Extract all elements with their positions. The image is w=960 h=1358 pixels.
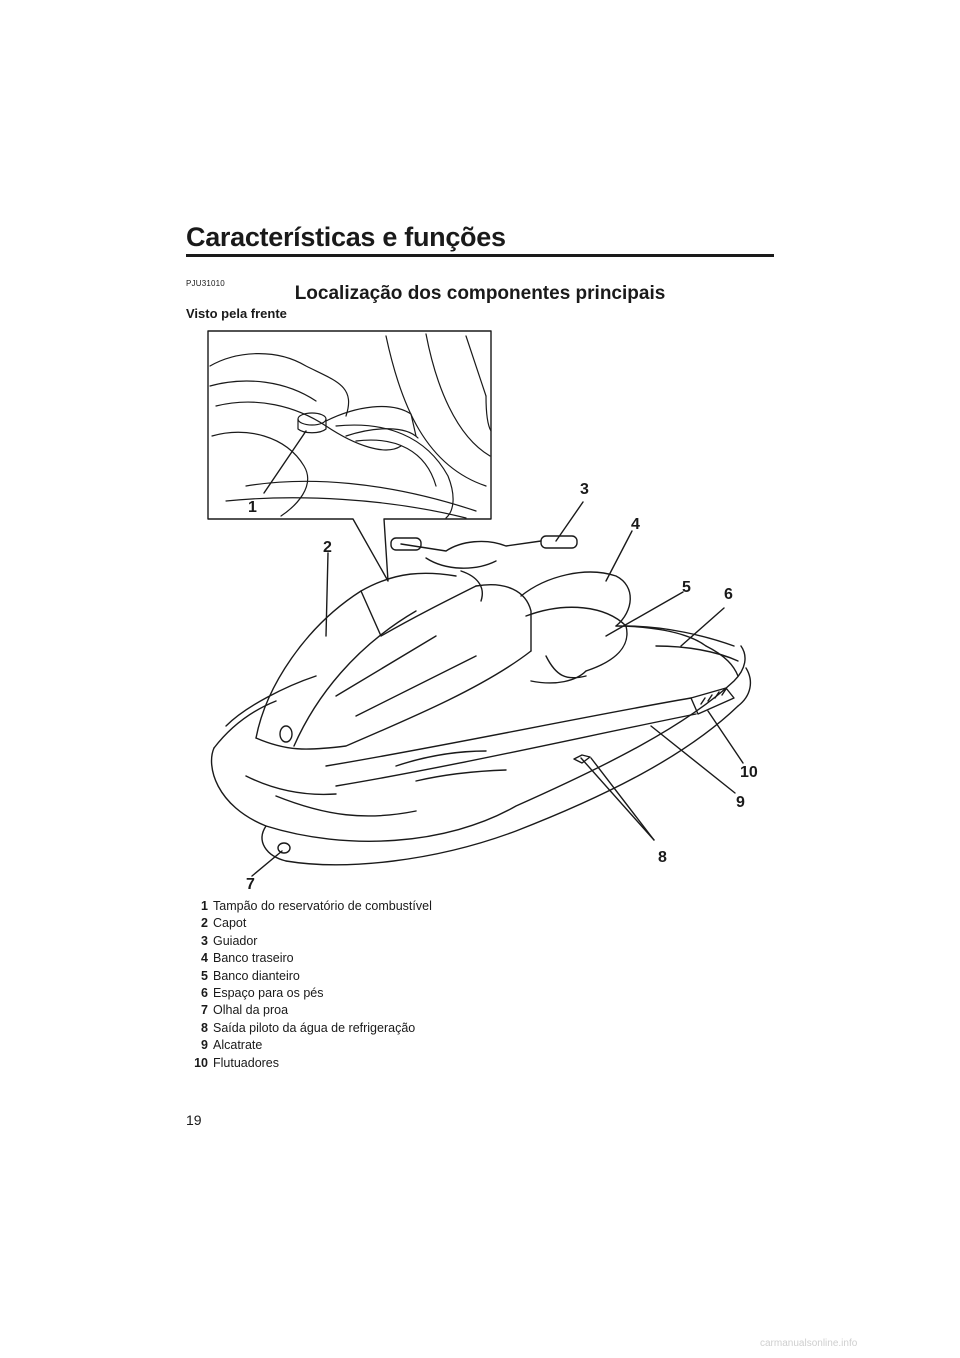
view-subtitle: Visto pela frente (186, 306, 287, 321)
leader-7 (251, 850, 283, 877)
legend-label: Espaço para os pés (213, 985, 324, 1000)
legend-item: 4 Banco traseiro (186, 950, 432, 967)
hull-lines-2 (395, 750, 507, 782)
legend-label: Capot (213, 916, 247, 931)
legend-item: 9 Alcatrate (186, 1037, 432, 1054)
legend-number: 1 (201, 899, 208, 913)
hood-outline (255, 572, 532, 750)
legend-label: Tampão do reservatório de combustível (213, 899, 432, 913)
legend-item: 5 Banco dianteiro (186, 968, 432, 985)
leader-5 (605, 591, 684, 637)
leader-8a (580, 757, 655, 841)
bow-eye (277, 842, 291, 854)
callout-2: 2 (323, 539, 332, 556)
legend-number: 10 (194, 1055, 208, 1070)
leader-4 (605, 530, 633, 582)
callout-7: 7 (246, 876, 255, 893)
watermark: carmanualsonline.info (760, 1338, 858, 1349)
leader-1 (263, 430, 307, 494)
leader-10 (707, 710, 744, 764)
watercraft-illustration: 1 2 3 4 5 6 7 8 9 10 (207, 330, 758, 893)
chapter-rule (186, 254, 774, 257)
callout-4: 4 (631, 516, 640, 533)
legend-label: Banco dianteiro (213, 968, 300, 983)
leader-3 (555, 501, 584, 542)
leader-6 (680, 607, 725, 647)
legend-item: 6 Espaço para os pés (186, 985, 432, 1002)
detail-inset-frame (207, 330, 492, 582)
legend-item: 8 Saída piloto da água de refrigeração (186, 1020, 432, 1037)
callout-9: 9 (736, 794, 745, 811)
legend-label: Saída piloto da água de refrigeração (213, 1020, 416, 1035)
legend-number: 8 (201, 1020, 208, 1035)
section-title: Localização dos componentes principais (294, 283, 666, 304)
legend-number: 4 (201, 951, 208, 966)
legend-number: 9 (201, 1038, 208, 1053)
gunwale-line-lower (335, 713, 697, 787)
callout-5: 5 (682, 579, 691, 596)
chapter-title: Características e funções (186, 222, 506, 252)
footwell-outline (625, 625, 739, 677)
legend-item: 7 Olhal da proa (186, 1002, 432, 1019)
component-legend: 1 Tampão do reservatório de combustível 2… (186, 898, 432, 1072)
hull-lines (245, 775, 417, 817)
callout-1: 1 (248, 499, 257, 516)
gunwale-line (325, 697, 692, 767)
leader-2 (325, 552, 329, 637)
legend-number: 3 (201, 933, 208, 948)
hull-outline (210, 645, 752, 866)
pilot-water-outlet (573, 754, 591, 764)
callout-8: 8 (658, 849, 667, 866)
legend-item: 1 Tampão do reservatório de combustível (186, 898, 432, 915)
legend-number: 2 (201, 916, 208, 931)
legend-label: Guiador (213, 933, 258, 948)
legend-number: 6 (201, 985, 208, 1000)
legend-number: 5 (201, 968, 208, 983)
legend-label: Flutuadores (213, 1055, 280, 1070)
section-code: PJU31010 (186, 279, 225, 288)
handlebar-outline (390, 535, 578, 602)
callout-6: 6 (724, 586, 733, 603)
legend-label: Alcatrate (213, 1038, 263, 1053)
legend-label: Banco traseiro (213, 951, 294, 966)
callout-10: 10 (740, 764, 758, 781)
fuel-cap-detail (209, 333, 492, 519)
legend-number: 7 (201, 1003, 208, 1018)
leader-8b (590, 757, 655, 841)
legend-label: Olhal da proa (213, 1003, 289, 1018)
sponson-outline (690, 687, 735, 715)
seat-outline (520, 571, 707, 684)
legend-item: 2 Capot (186, 915, 432, 932)
page-number: 19 (186, 1112, 202, 1128)
leader-9 (650, 725, 736, 794)
legend-item: 3 Guiador (186, 933, 432, 950)
legend-item: 10 Flutuadores (186, 1055, 432, 1072)
callout-3: 3 (580, 481, 589, 498)
